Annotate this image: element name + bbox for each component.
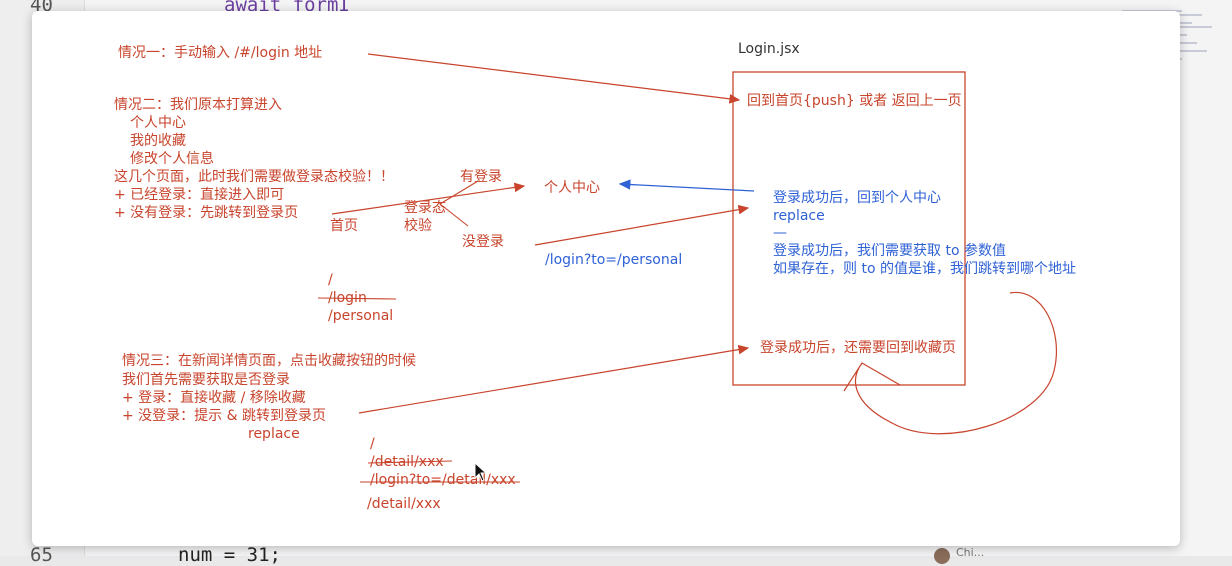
case2-line: 修改个人信息 [130, 151, 214, 167]
box-item2-line: — [773, 225, 787, 241]
case2-line: + 已经登录：直接进入即可 [114, 187, 285, 203]
code-line-bottom: num = 31; [178, 544, 281, 566]
diagram-arrows [317, 53, 1058, 483]
case3-line: 我们首先需要获取是否登录 [122, 372, 290, 388]
case2-line: + 没有登录：先跳转到登录页 [114, 205, 299, 221]
mouse-cursor-icon [474, 462, 488, 482]
arrow-back-personal [618, 179, 755, 192]
box-item2-line: 登录成功后，回到个人中心 [773, 190, 941, 206]
stack1-item: /login [328, 290, 367, 306]
box-item2-line: replace [773, 208, 825, 224]
case3-line: + 没登录：提示 & 跳转到登录页 [122, 408, 326, 424]
whiteboard: Login.jsx 情况一：手动输入 /#/login 地址 情况二：我们原本打… [32, 11, 1180, 546]
arrow-not-logged-in [534, 204, 750, 246]
stack1-item: /personal [328, 308, 394, 324]
box-item2-line: 如果存在，则 to 的值是谁，我们跳转到哪个地址 [773, 261, 1076, 277]
case2-line: 我的收藏 [130, 133, 186, 149]
arrow-case1 [367, 53, 741, 104]
line-number-bottom: 65 [30, 544, 53, 566]
case3-line: + 登录：直接收藏 / 移除收藏 [122, 390, 306, 406]
flow-logged-in: 有登录 [460, 169, 502, 185]
stack2-item: /detail/xxx [367, 496, 441, 512]
stack2-item: /login?to=/detail/xxx [370, 472, 516, 488]
box-item3: 登录成功后，还需要回到收藏页 [760, 340, 956, 356]
case3-line: 情况三：在新闻详情页面，点击收藏按钮的时候 [122, 353, 416, 369]
box-item2-line: 登录成功后，我们需要获取 to 参数值 [773, 243, 1006, 259]
user-name: Chi... [956, 546, 985, 559]
case2-line: 这几个页面，此时我们需要做登录态校验！！ [114, 169, 394, 185]
flow-login-to-personal: /login?to=/personal [545, 252, 683, 268]
case3-line: replace [248, 426, 300, 442]
flow-check-line2: 校验 [404, 218, 432, 234]
flow-check-line1: 登录态 [404, 200, 446, 216]
arrow-home-logged-in [331, 182, 526, 215]
login-box [732, 71, 966, 386]
stack2-item: /detail/xxx [370, 454, 444, 470]
case2-line: 情况二：我们原本打算进入 [114, 97, 282, 113]
loop-curve [843, 291, 1058, 435]
arrow-case3 [358, 344, 750, 414]
flow-personal-center: 个人中心 [544, 180, 600, 196]
case2-line: 个人中心 [130, 115, 186, 131]
stack1-item: / [328, 272, 333, 288]
flow-home: 首页 [330, 218, 358, 234]
file-label: Login.jsx [738, 41, 800, 57]
branch-logged-in [439, 180, 479, 205]
user-avatar[interactable] [934, 548, 950, 564]
stack2-item: / [370, 436, 375, 452]
case1-text: 情况一：手动输入 /#/login 地址 [118, 45, 323, 61]
flow-not-logged-in: 没登录 [462, 234, 504, 250]
box-item1: 回到首页{push} 或者 返回上一页 [747, 93, 962, 109]
branch-not-logged-in [439, 203, 469, 227]
